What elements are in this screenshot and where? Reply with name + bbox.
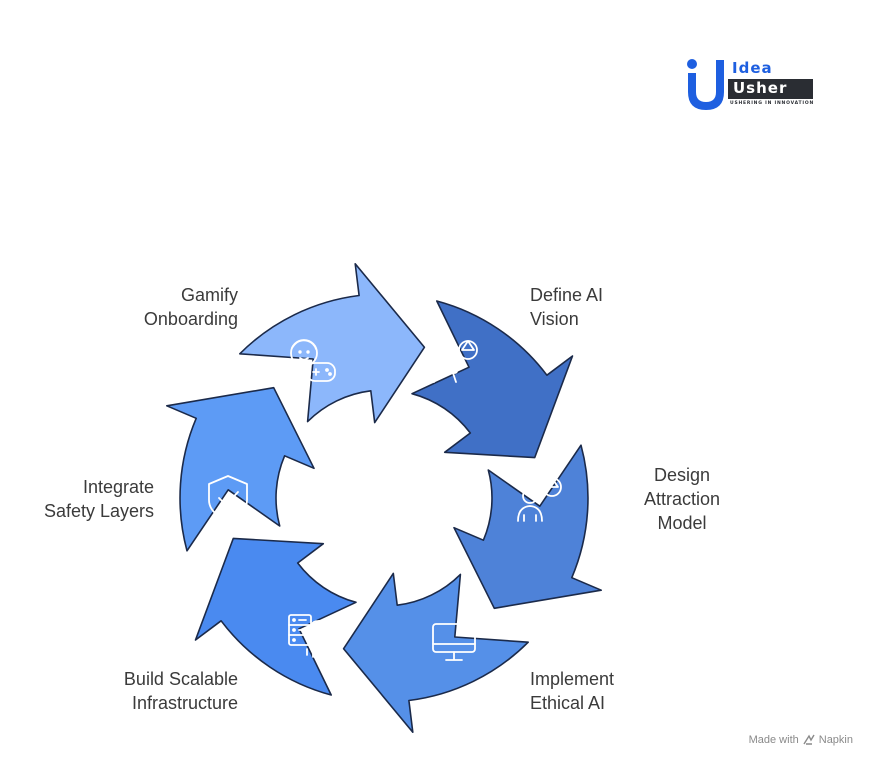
step-label-integrate-safety-layers: Integrate Safety Layers bbox=[43, 477, 154, 521]
person-idea-icon bbox=[517, 477, 562, 522]
made-with-text: Made with bbox=[748, 734, 799, 746]
step-label-build-scalable-infrastructure: Build Scalable Infrastructure bbox=[123, 669, 238, 713]
gamer-icon bbox=[290, 339, 336, 382]
server-cloud-icon bbox=[288, 614, 336, 658]
step-label-gamify-onboarding: Gamify Onboarding bbox=[143, 285, 238, 329]
logo-mark-icon bbox=[687, 59, 724, 110]
napkin-brand-text: Napkin bbox=[818, 734, 853, 746]
cycle-arrow-integrate-safety-layers bbox=[166, 386, 315, 552]
cycle-arrow-build-scalable-infrastructure bbox=[194, 537, 357, 696]
logo-idea-text: Idea bbox=[732, 59, 773, 77]
logo-tagline: USHERING IN INNOVATION bbox=[730, 101, 815, 106]
logo-usher-text: Usher bbox=[733, 79, 788, 97]
idea-usher-logo: Idea Usher USHERING IN INNOVATION bbox=[684, 56, 816, 112]
cycle-arrow-design-attraction-model bbox=[453, 444, 602, 610]
logo-usher-box bbox=[728, 79, 813, 99]
shield-check-icon bbox=[208, 475, 248, 522]
napkin-logo-icon bbox=[803, 734, 815, 745]
napkin-credit: Made with Napkin bbox=[749, 734, 853, 746]
cycle-arrow-gamify-onboarding bbox=[239, 263, 426, 424]
cycle-arrow-define-ai-vision bbox=[411, 300, 574, 459]
step-label-design-attraction-model: Design Attraction Model bbox=[643, 465, 721, 533]
monitor-sparkle-icon bbox=[432, 613, 478, 661]
vision-board-icon bbox=[432, 340, 478, 383]
step-label-define-ai-vision: Define AI Vision bbox=[530, 285, 604, 329]
step-label-implement-ethical-ai: Implement Ethical AI bbox=[530, 669, 615, 713]
